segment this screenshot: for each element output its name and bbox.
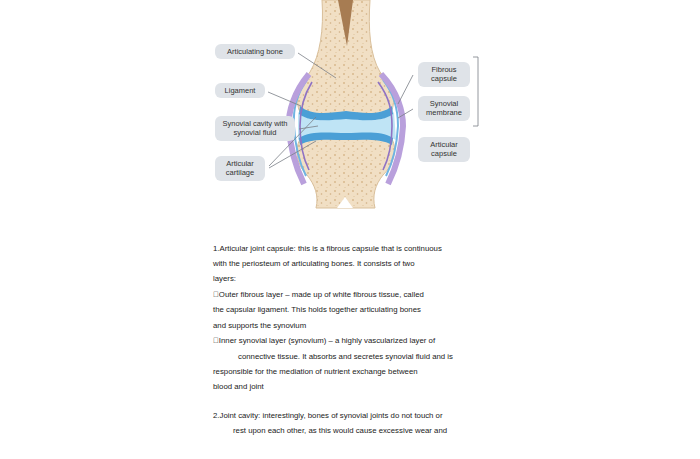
body-text: 1.Articular joint capsule: this is a fib… — [213, 244, 442, 253]
body-text: connective tissue. It absorbs and secret… — [238, 352, 453, 361]
leader-line — [398, 75, 413, 104]
part-label: Fibrous capsule — [423, 65, 465, 84]
part-label: Articulating bone — [220, 47, 290, 56]
label-box: Articulating bone — [215, 44, 295, 59]
body-text: layers: — [213, 274, 236, 283]
part-label: Synovial membrane — [423, 99, 465, 118]
part-label: Ligament — [220, 86, 260, 95]
ligament — [378, 82, 392, 170]
leader-line — [299, 126, 318, 129]
body-text: the capsular ligament. This holds togeth… — [213, 305, 421, 314]
part-label: Synovial cavity with synovial fluid — [220, 119, 290, 138]
bone-notch — [337, 197, 353, 208]
label-box: Synovial membrane — [418, 96, 470, 121]
body-text: responsible for the mediation of nutrien… — [213, 367, 418, 376]
body-text: Outer fibrous layer – made up of white … — [213, 290, 424, 299]
bracket — [473, 57, 478, 126]
ligament — [300, 82, 312, 170]
label-box: Fibrous capsule — [418, 62, 470, 87]
marrow-cavity — [338, 0, 353, 46]
part-label: Articular cartilage — [220, 159, 260, 178]
body-text: with the periosteum of articulating bone… — [213, 259, 415, 268]
leader-line — [298, 53, 336, 78]
upper-bone — [298, 0, 394, 118]
body-text: and supports the synovium — [213, 321, 306, 330]
body-text: rest upon each other, as this would caus… — [233, 426, 447, 435]
body-text: Inner synovial layer (synovium) – a hig… — [213, 336, 435, 345]
label-box: Synovial cavity with synovial fluid — [215, 116, 295, 141]
label-box: Articular capsule — [418, 137, 470, 162]
part-label: Articular capsule — [423, 140, 465, 159]
label-box: Ligament — [215, 83, 265, 98]
body-text: blood and joint — [213, 382, 264, 391]
leader-line — [269, 141, 316, 168]
label-box: Articular cartilage — [215, 156, 265, 181]
body-text: 2.Joint cavity: interestingly, bones of … — [213, 411, 443, 420]
upper-cartilage — [299, 106, 393, 120]
leader-line — [268, 92, 301, 106]
leader-line — [398, 109, 413, 118]
lower-bone — [297, 134, 395, 208]
